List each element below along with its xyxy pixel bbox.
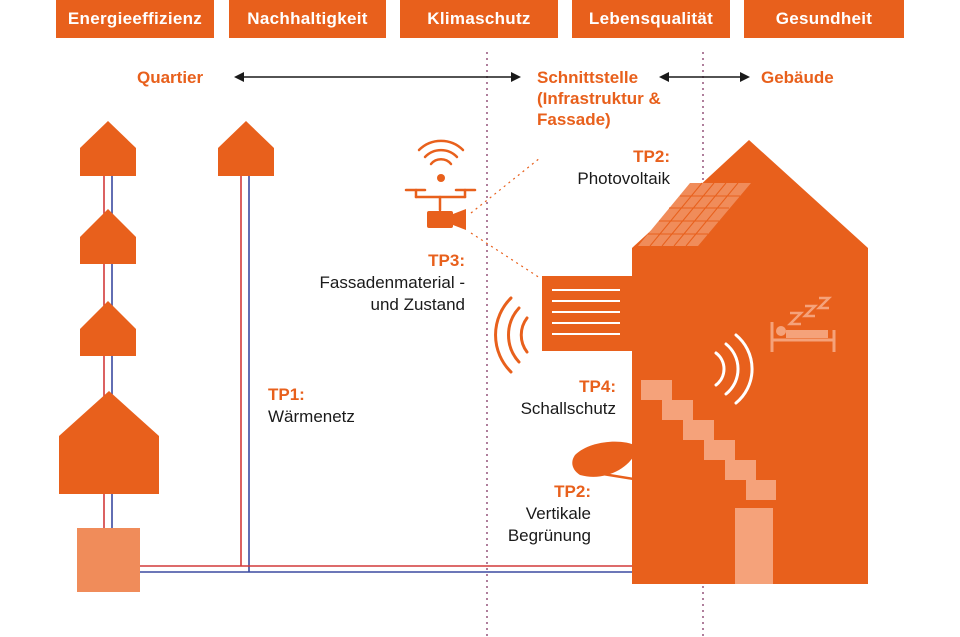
topic-name: Schallschutz [520,399,616,418]
sound-wave-icon [494,296,529,374]
topic-code: TP4: [579,377,616,396]
camera-sight-line [470,157,541,279]
topic-code: TP2: [554,482,591,501]
topic-name: Fassadenmaterial - und Zustand [319,273,465,314]
sleep-z-icon [786,296,833,326]
topic-name: Wärmenetz [268,407,355,426]
sound-wave-icon [714,333,754,405]
scale-arrow-right [659,72,750,82]
leaf-icon [572,441,641,482]
scale-label-gebaeude: Gebäude [761,68,834,87]
topic-tp4: TP4: Schallschutz [480,376,616,420]
bed-icon [770,322,836,352]
scale-label-quartier: Quartier [137,68,204,87]
scale-label-schnittstelle: Schnittstelle (Infrastruktur & Fassade) [537,68,661,129]
window-icon [542,276,632,351]
topic-name: Photovoltaik [577,169,670,188]
topic-name: Vertikale Begrünung [507,504,591,545]
solar-panel-icon [638,182,751,247]
door-icon [735,508,773,584]
topic-tp3: TP3: Fassadenmaterial - und Zustand [300,250,465,316]
topic-code: TP1: [268,385,305,404]
tab-lebensqualitaet[interactable]: Lebensqualität [572,0,730,38]
tab-gesundheit[interactable]: Gesundheit [744,0,904,38]
tab-klimaschutz[interactable]: Klimaschutz [400,0,558,38]
main-building [632,140,868,584]
topic-tp2-begruenung: TP2: Vertikale Begrünung [480,481,591,547]
drone-camera-icon [427,174,466,230]
stairs-icon [641,380,776,500]
heat-station [77,528,140,592]
topic-tp2-photovoltaik: TP2: Photovoltaik [540,146,670,190]
topic-code: TP3: [428,251,465,270]
house-icon [59,121,274,494]
drone-camera-icon [404,139,477,212]
topic-code: TP2: [633,147,670,166]
tab-energieeffizienz[interactable]: Energieeffizienz [56,0,214,38]
tab-nachhaltigkeit[interactable]: Nachhaltigkeit [229,0,386,38]
topic-tp1: TP1: Wärmenetz [268,384,355,428]
scale-arrow-left [234,72,521,82]
